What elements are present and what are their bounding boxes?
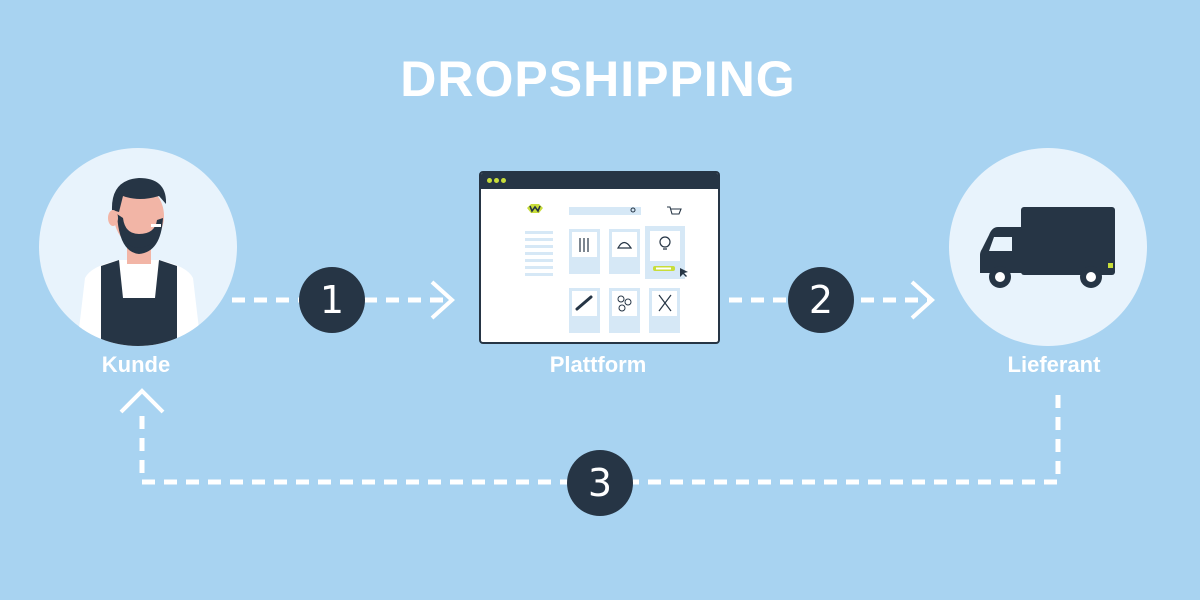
shop-sidebar: [525, 231, 553, 276]
browser-dot: [501, 178, 506, 183]
bearded-worker-icon: [77, 178, 201, 346]
browser-dot: [494, 178, 499, 183]
browser-dot: [487, 178, 492, 183]
diagram-title: DROPSHIPPING: [400, 51, 796, 107]
platform-label: Plattform: [549, 352, 647, 377]
browser-title-bar: [481, 173, 718, 189]
delivery-truck-icon: [980, 207, 1115, 288]
arrow-1-head: [430, 280, 455, 320]
step-1-badge: 1: [299, 267, 365, 333]
search-icon: [630, 207, 636, 213]
product-grid: [569, 226, 688, 333]
online-shop-browser-icon: [479, 171, 720, 344]
shop-logo-icon: [527, 204, 543, 213]
shop-page: [525, 204, 688, 333]
step-2-badge: 2: [788, 267, 854, 333]
customer-circle: [39, 148, 237, 346]
arrow-3-head: [119, 388, 165, 414]
supplier-label: Lieferant: [1007, 352, 1101, 377]
step-3-badge: 3: [567, 450, 633, 516]
customer-label: Kunde: [101, 352, 171, 377]
cart-icon: [667, 206, 682, 215]
arrow-2-head: [910, 280, 935, 320]
arrow-3-line: [139, 395, 1061, 485]
search-bar: [569, 207, 641, 215]
